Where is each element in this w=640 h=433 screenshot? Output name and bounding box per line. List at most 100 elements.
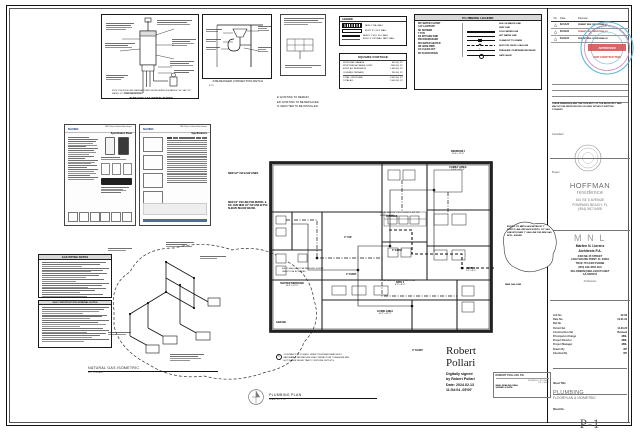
titleblock-divider bbox=[550, 230, 630, 231]
plan-dim: 4" CW bbox=[344, 236, 352, 239]
room-size: 11'-6" x 12'-0" bbox=[451, 153, 465, 155]
gate-valve-icon bbox=[479, 54, 484, 60]
sf-label: PROPOSED GARAGE bbox=[343, 62, 365, 65]
project-section: Project HOFFMAN residence 610 SE 5 AVENU… bbox=[552, 160, 628, 212]
product-image bbox=[101, 162, 110, 175]
plan-title: PLUMBING PLAN bbox=[269, 393, 302, 397]
room-name: BATH 3 bbox=[466, 268, 476, 270]
room-name: GARAGE bbox=[276, 322, 287, 324]
detail-title: DISHWASHER CONNECTION DETAIL bbox=[212, 80, 264, 83]
project-address-line-2: POMPANO BEACH, FL bbox=[572, 202, 608, 207]
field-value: RP bbox=[623, 351, 627, 355]
project-label: Project bbox=[552, 171, 560, 174]
legend-line-item: GATE VALVE bbox=[467, 54, 538, 60]
room-label-master-bedroom: MASTER BEDROOM 14'-0" x 15'-2" bbox=[268, 282, 316, 287]
room-size: 14'-0" x 15'-2" bbox=[285, 285, 299, 287]
field-label: Bid No. bbox=[553, 322, 562, 326]
square-footage-title: SQUARE FOOTAGE bbox=[340, 54, 406, 61]
wall-pattern-swatch bbox=[342, 38, 360, 40]
signature-meta-4: 11:54:04 -05'00' bbox=[446, 387, 473, 392]
sheet-title-section: Sheet Title PLUMBING FLOORPLAN & ISOMETR… bbox=[553, 368, 627, 400]
plan-note-text: NEW GAS LINE bbox=[505, 284, 522, 286]
titleblock-divider bbox=[550, 422, 630, 423]
square-footage-row: PROPOSED GARAGE 400 SQ. FT. bbox=[343, 62, 403, 64]
room-size: 5'-0" x 8'-4" bbox=[465, 270, 477, 272]
plumbing-legend-box: PLUMBING LEGEND WC WATER CLOSET LAV LAVA… bbox=[414, 14, 542, 90]
svg-text:APPROVED: APPROVED bbox=[598, 46, 616, 50]
legend-line-label: SHUT-OFF VALVE / GAS LINE bbox=[499, 44, 529, 47]
square-footage-box: SQUARE FOOTAGE PROPOSED GARAGE 400 SQ. FT… bbox=[339, 53, 407, 89]
legend-abbrev: DW DISHWASHER bbox=[418, 39, 439, 42]
detail-annotation bbox=[172, 39, 197, 47]
line-style-thin bbox=[467, 35, 495, 37]
legend-item: NEW 8" C.M.U. FILL WALL bbox=[342, 34, 404, 37]
legend-line-label: VENT LINE bbox=[499, 27, 510, 29]
revision-triangle-icon: △ bbox=[553, 36, 558, 41]
sheet-number: P-1 bbox=[579, 415, 601, 431]
isometric-annotation bbox=[108, 248, 132, 252]
feature-icon bbox=[78, 212, 89, 222]
room-name: BATH 2 bbox=[395, 282, 405, 284]
detail-annotation bbox=[174, 70, 196, 74]
cut-sheet-caption bbox=[101, 186, 132, 194]
engineer-stamp-line-1: SEAL SEALING SEAL bbox=[495, 385, 519, 388]
signature-name-line-1: Robert bbox=[446, 345, 476, 357]
engineer-stamp-line-2: SIGNED & DATE bbox=[495, 387, 513, 390]
sf-value: 400 SQ. FT. bbox=[391, 62, 403, 65]
plan-dim-callout: 4" CW bbox=[344, 225, 351, 243]
detail-annotation bbox=[106, 75, 128, 81]
legend-item-label: NEW 4" DIA. WALL bbox=[365, 24, 384, 27]
room-name: LIVING AREA bbox=[376, 310, 394, 313]
revision-col-date: Date bbox=[560, 17, 566, 20]
field-label: Job No. bbox=[553, 314, 563, 317]
legend-line-label: HOT WATER LINE bbox=[499, 35, 517, 37]
field-label: Checked By bbox=[553, 351, 568, 355]
detail-annotation bbox=[258, 47, 271, 53]
project-name: HOFFMAN bbox=[569, 181, 611, 190]
legend-line-item: SOIL OR WASTE LINE bbox=[467, 23, 538, 25]
detail-subtitle: NOTE: THE MODEL AND MANUFACTURER SHOWN H… bbox=[112, 90, 191, 95]
legend-abbrev: SH SHOWER bbox=[418, 29, 433, 32]
engineer-stamp-license: P.E. # 58101 bbox=[538, 381, 549, 384]
room-label-family-area: FAMILY AREA 14'-0" x 21'-0" bbox=[430, 166, 486, 171]
field-value: 12.01.22 bbox=[617, 318, 627, 322]
isometric-title: NATURAL GAS ISOMETRIC bbox=[88, 366, 140, 370]
cut-sheet-subtitle: Specifications bbox=[191, 133, 207, 135]
isometric-subtitle: NOT TO SCALE bbox=[88, 372, 103, 374]
cut-sheet-text-col bbox=[68, 137, 98, 194]
project-phone: (954) 567-5498 bbox=[578, 207, 602, 212]
field-value: RP bbox=[623, 347, 627, 351]
legend-abbrev: HB HOSE BIBB bbox=[418, 46, 435, 49]
detail-dishwasher-connection: DISHWASHER CONNECTION DETAIL N.T.S. bbox=[202, 14, 272, 87]
isometric-annotation bbox=[200, 256, 226, 260]
abbrev-note: N: NEW ITEM TO BE INSTALLED. bbox=[277, 105, 319, 109]
field-value: MNL bbox=[621, 334, 627, 338]
room-size: 14'-0" x 21'-0" bbox=[451, 169, 465, 171]
floor-plan: FAMILY AREA 14'-0" x 21'-0" MASTER BEDRO… bbox=[262, 150, 512, 352]
line-style-dashed bbox=[467, 27, 495, 29]
titleblock-fields: Job No.22-09 Date No.12.01.22 Bid No. Pe… bbox=[553, 314, 627, 356]
valve-symbol-icon: ◢◣ bbox=[478, 43, 482, 47]
engineer-stamp: ROBERT POLLARI, P.E. FLORIDA LIC. NO. 53… bbox=[493, 371, 551, 398]
field-label: Drawn By bbox=[553, 347, 565, 351]
engineer-signature-block: Robert Pollari Digitally signed by Rober… bbox=[446, 345, 554, 398]
plan-dim: 4" EXIST bbox=[346, 273, 357, 276]
signature-name-line-2: Pollari bbox=[446, 356, 476, 369]
project-address-line-1: 610 SE 5 AVENUE bbox=[575, 198, 605, 202]
product-image-dark bbox=[101, 177, 132, 185]
gas-piping-notes-title: GAS PIPING NOTES bbox=[39, 255, 111, 260]
architect-block: M N L Marline N. Llorens Architects P.A.… bbox=[552, 233, 628, 283]
plan-note-4: 1 CONTRACTOR TO FIELD VERIFY FURTHEST AN… bbox=[276, 354, 350, 363]
detail-subtitle: N.T.S. bbox=[209, 85, 215, 87]
engineer-stamp-name: ROBERT POLLARI, P.E. bbox=[495, 374, 549, 380]
feature-icon bbox=[89, 212, 100, 222]
detail-annotation bbox=[206, 39, 221, 43]
sf-value: 1,608 SQ. FT. bbox=[390, 68, 403, 71]
wall-pattern-swatch bbox=[342, 23, 362, 28]
legend-item-label: EXIST. 8" C.B.S. WALL bbox=[365, 30, 387, 33]
plumbing-legend-abbrev-col: WC WATER CLOSET LAV LAVATORY SH SHOWER T… bbox=[418, 23, 463, 57]
room-name: KITCHEN bbox=[386, 216, 398, 218]
